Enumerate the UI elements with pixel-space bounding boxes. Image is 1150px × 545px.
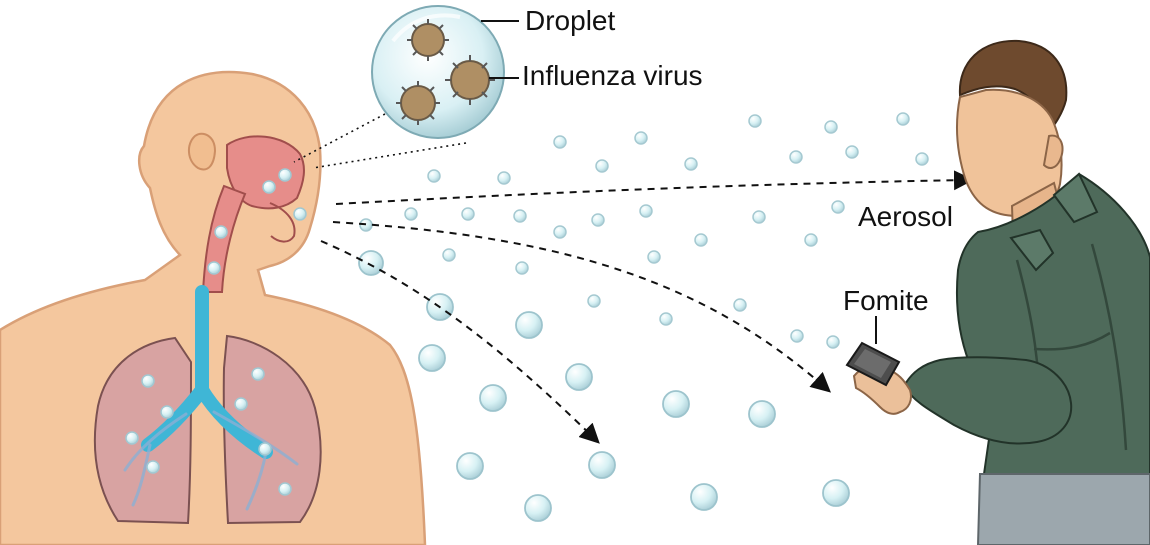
aerosol-particle [516,262,528,274]
large-droplet [480,385,506,411]
large-droplet [419,345,445,371]
aerosol-particle [588,295,600,307]
aerosol-particle [360,219,372,231]
aerosol-particle [648,251,660,263]
aerosol-particle [592,214,604,226]
aerosol-particle [916,153,928,165]
aerosol-particle [695,234,707,246]
droplet-label: Droplet [525,7,615,35]
aerosol-particle [660,313,672,325]
large-droplet [516,312,542,338]
large-droplet [566,364,592,390]
airway-particle [252,368,264,380]
droplet-callout [294,6,519,168]
airway-particle [215,226,227,238]
airway-particle [208,262,220,274]
aerosol-particle [405,208,417,220]
aerosol-particle [554,136,566,148]
airway-particle [279,169,291,181]
airway-particle [147,461,159,473]
aerosol-particle [462,208,474,220]
airway-particle [294,208,306,220]
aerosol-particle [428,170,440,182]
large-droplet [457,453,483,479]
aerosol-particle [554,226,566,238]
aerosol-particle [832,201,844,213]
virus-particle-3 [401,86,435,120]
large-droplet [525,495,551,521]
aerosol-particle [749,115,761,127]
large-droplet [823,480,849,506]
aerosol-particle [443,249,455,261]
aerosol-particle [791,330,803,342]
aerosol-particle [596,160,608,172]
airway-particle [235,398,247,410]
airway-particle [259,443,271,455]
aerosol-particle [825,121,837,133]
airway-particle [142,375,154,387]
airway-particle [279,483,291,495]
exposed-person-arm [904,357,1071,443]
aerosol-particle [846,146,858,158]
airway-particle [161,406,173,418]
large-droplet [359,251,383,275]
aerosol-particle [498,172,510,184]
influenza-virus-label: Influenza virus [522,62,703,90]
infected-person [0,72,425,545]
large-droplet [691,484,717,510]
aerosol-particle [640,205,652,217]
infected-person-ear [189,134,215,170]
aerosol-particle [753,211,765,223]
aerosol-particle [897,113,909,125]
aerosol-label: Aerosol [858,203,953,231]
large-droplets [359,251,849,521]
large-droplet [749,401,775,427]
aerosol-particle [805,234,817,246]
fomite-label: Fomite [843,287,929,315]
aerosol-particle [790,151,802,163]
aerosol-particle [514,210,526,222]
aerosol-particle [734,299,746,311]
exposed-person-pants [978,474,1150,545]
aerosol-particle [635,132,647,144]
aerosol-particle [827,336,839,348]
large-droplet [589,452,615,478]
large-droplet [663,391,689,417]
airway-particle [263,181,275,193]
airway-particle [126,432,138,444]
aerosol-particle [685,158,697,170]
